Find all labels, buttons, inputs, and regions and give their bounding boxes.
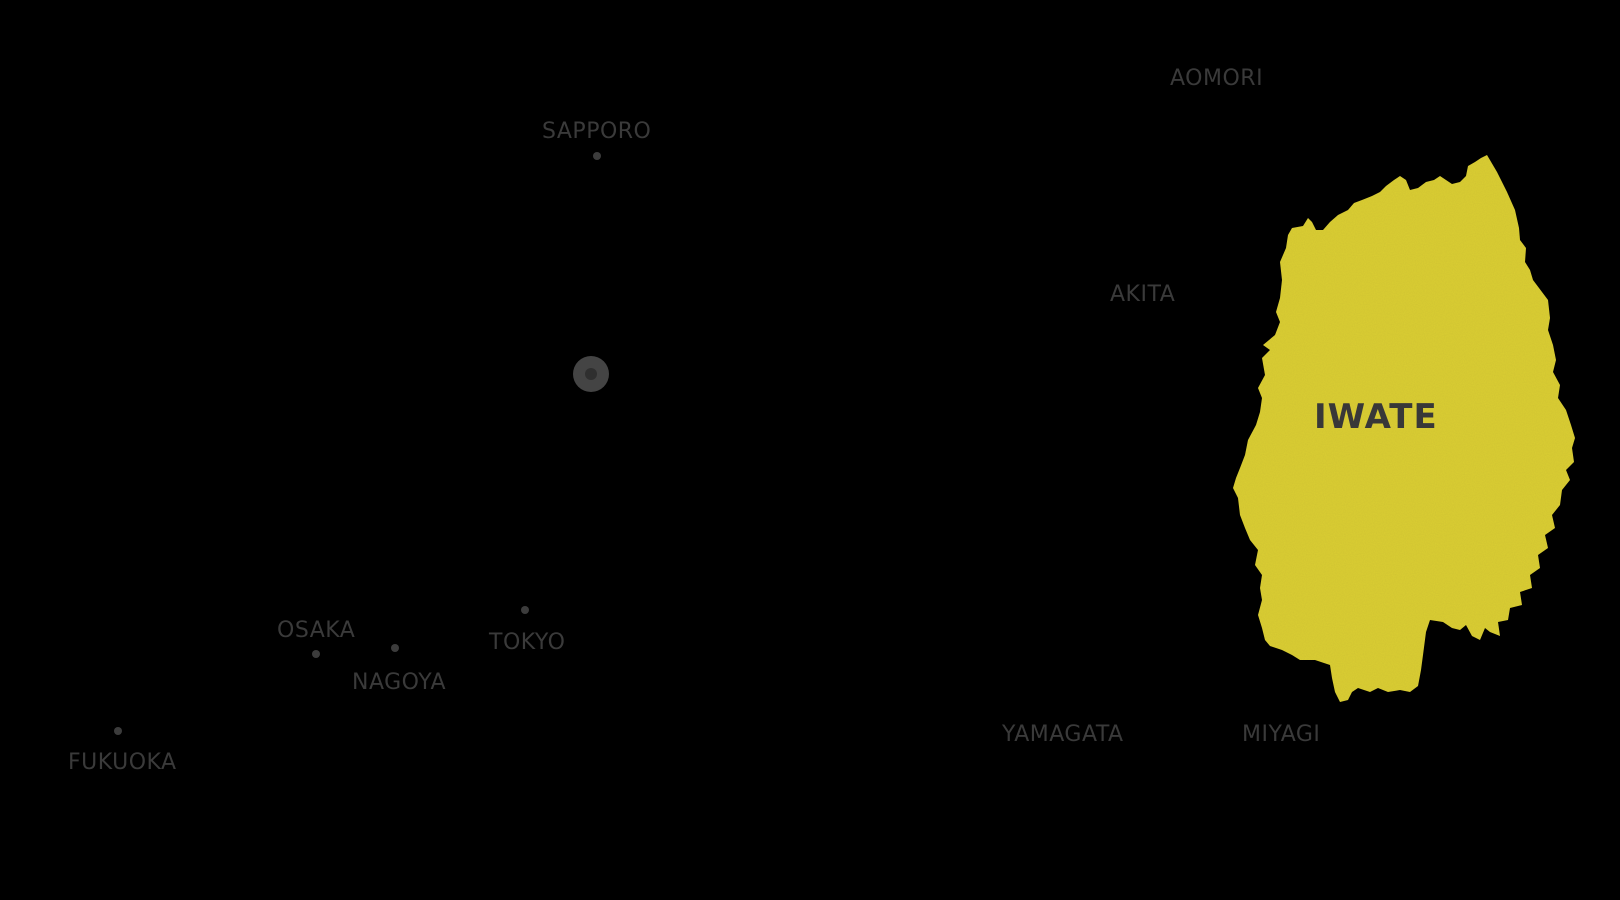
city-label-fukuoka: FUKUOKA	[68, 750, 177, 775]
city-dot-tokyo-icon[interactable]	[521, 606, 529, 614]
akita-label: AKITA	[1110, 282, 1176, 307]
miyagi-label: MIYAGI	[1242, 722, 1321, 747]
location-marker-icon[interactable]	[573, 356, 609, 392]
city-label-tokyo: TOKYO	[489, 630, 566, 655]
yamagata-label: YAMAGATA	[1002, 722, 1124, 747]
city-dot-fukuoka-icon[interactable]	[114, 727, 122, 735]
city-dot-nagoya-icon[interactable]	[391, 644, 399, 652]
aomori-label: AOMORI	[1170, 66, 1264, 91]
city-dot-osaka-icon[interactable]	[312, 650, 320, 658]
city-label-sapporo: SAPPORO	[542, 119, 652, 144]
iwate-label: IWATE	[1314, 397, 1438, 437]
city-label-nagoya: NAGOYA	[352, 670, 447, 695]
location-marker-core-icon	[585, 368, 597, 380]
city-dot-sapporo-icon[interactable]	[593, 152, 601, 160]
city-label-osaka: OSAKA	[277, 618, 356, 643]
